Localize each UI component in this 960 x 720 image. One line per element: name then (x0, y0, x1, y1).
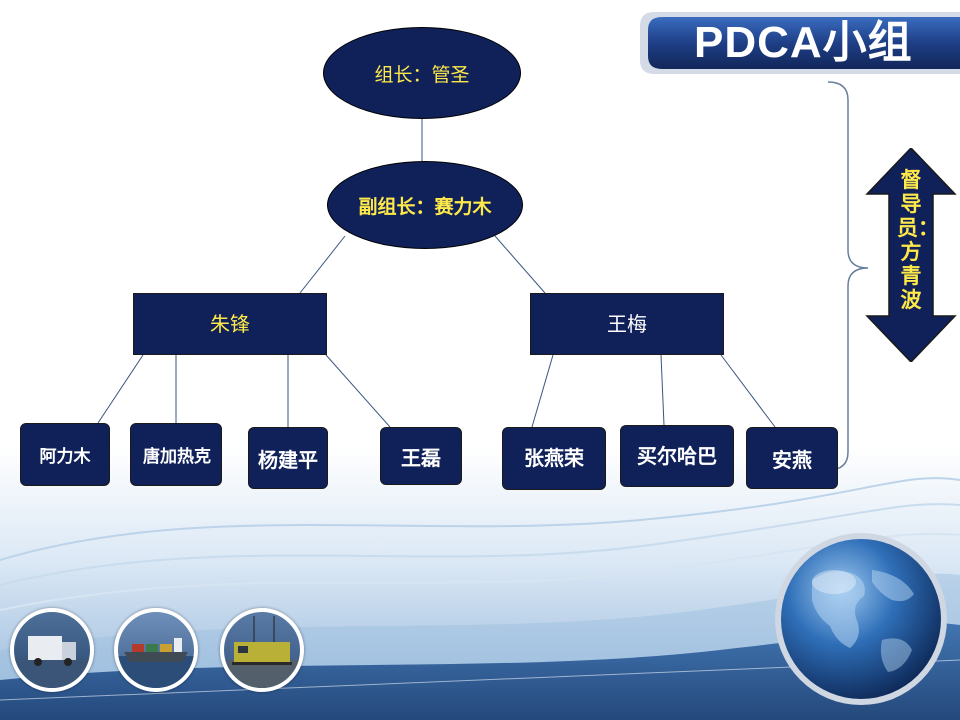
vice-leader-label: 副组长：赛力木 (358, 195, 492, 218)
member-node: 唐加热克 (130, 423, 222, 486)
page-title: PDCA小组 (694, 18, 913, 67)
group-head-zhu-feng: 朱锋 (133, 293, 327, 355)
member-label: 唐加热克 (143, 447, 211, 467)
member-label: 张燕荣 (524, 446, 584, 470)
member-label: 王磊 (401, 445, 441, 470)
train-photo (220, 608, 304, 692)
globe-graphic (775, 533, 947, 705)
ship-icon (118, 638, 194, 688)
member-node: 杨建平 (248, 427, 328, 489)
member-node: 买尔哈巴 (620, 425, 734, 487)
group-head-label: 王梅 (607, 312, 647, 336)
member-label: 买尔哈巴 (637, 444, 717, 468)
member-label: 安燕 (772, 447, 812, 472)
leader-node: 组长：管圣 (323, 27, 521, 119)
member-node: 阿力木 (20, 423, 110, 486)
member-label: 阿力木 (39, 447, 91, 467)
group-head-label: 朱锋 (210, 312, 250, 336)
vice-leader-node: 副组长：赛力木 (327, 161, 523, 249)
member-node: 张燕荣 (502, 427, 606, 490)
title-banner (640, 12, 960, 74)
member-node: 安燕 (746, 427, 838, 489)
truck-photo (10, 608, 94, 692)
train-icon (224, 616, 300, 688)
leader-label: 组长：管圣 (374, 63, 470, 86)
group-head-wang-mei: 王梅 (530, 293, 724, 355)
supervisor-double-arrow (865, 148, 957, 362)
ship-photo (114, 608, 198, 692)
member-label: 杨建平 (258, 447, 318, 472)
supervisor-label: 督导员：方青波 (897, 168, 939, 312)
member-node: 王磊 (380, 427, 462, 485)
truck-icon (14, 636, 90, 688)
